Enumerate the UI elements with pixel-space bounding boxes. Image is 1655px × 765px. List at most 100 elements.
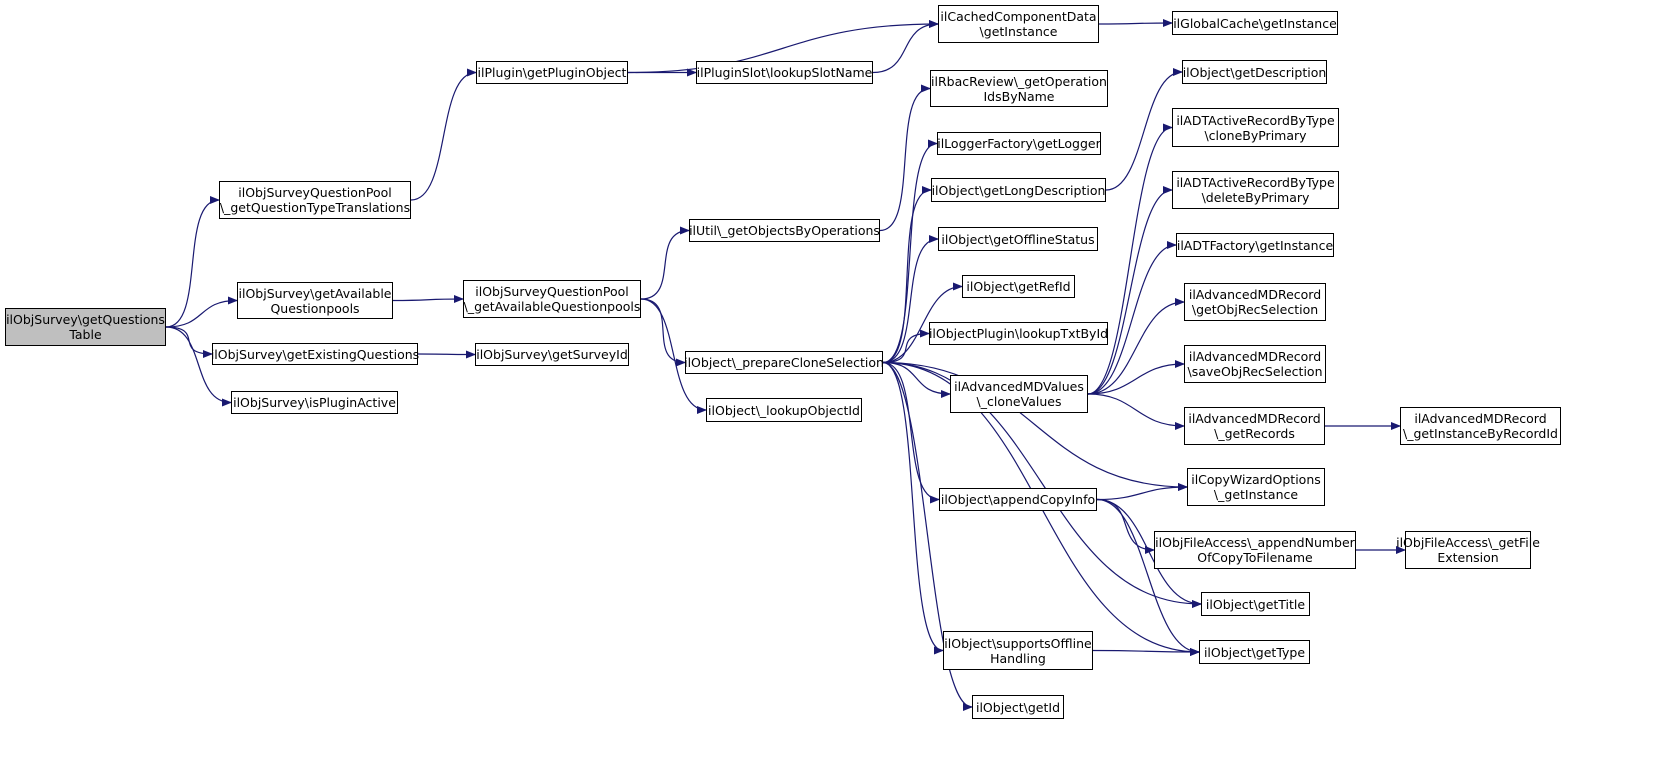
node-label-line: ilAdvancedMDRecord: [1188, 287, 1322, 302]
node-label-line: IdsByName: [983, 88, 1055, 104]
function-node[interactable]: ilObjSurvey\getSurveyId: [475, 343, 629, 366]
node-label-line: ilCopyWizardOptions: [1191, 472, 1321, 487]
call-edge: [879, 84, 931, 232]
node-label-line: ilObject\appendCopyInfo: [940, 492, 1096, 507]
function-node[interactable]: ilLoggerFactory\getLogger: [937, 132, 1101, 155]
call-edge: [882, 361, 973, 711]
node-label-line: Extension: [1437, 550, 1499, 565]
node-label-line: ilADTActiveRecordByType: [1176, 175, 1335, 190]
function-node[interactable]: ilObject\_lookupObjectId: [706, 398, 862, 422]
function-node[interactable]: ilObject\getRefId: [962, 275, 1075, 298]
node-label-line: ilObject\getOfflineStatus: [941, 231, 1095, 247]
function-node[interactable]: ilObject\getId: [972, 695, 1064, 719]
node-label-line: \_getAvailableQuestionpools: [463, 299, 641, 314]
call-edge: [417, 350, 476, 359]
node-label-line: ilADTFactory\getInstance: [1176, 237, 1334, 253]
call-edge: [1087, 123, 1173, 395]
call-edge: [165, 326, 232, 407]
node-label-line: ilObject\_prepareCloneSelection: [684, 355, 884, 370]
function-node[interactable]: ilCopyWizardOptions\_getInstance: [1187, 468, 1325, 506]
node-label-line: \getInstance: [979, 24, 1058, 39]
node-label-line: \_getQuestionTypeTranslations: [219, 200, 411, 215]
node-label-line: \_getRecords: [1214, 426, 1295, 441]
node-label-line: \getObjRecSelection: [1191, 302, 1319, 317]
function-node[interactable]: ilPlugin\getPluginObject: [476, 61, 628, 84]
function-node[interactable]: ilAdvancedMDRecord\saveObjRecSelection: [1184, 345, 1326, 383]
call-edge: [627, 20, 939, 74]
function-node[interactable]: ilAdvancedMDRecord\getObjRecSelection: [1184, 283, 1326, 321]
node-label-line: ilObject\supportsOffline: [944, 635, 1092, 651]
function-node[interactable]: ilObject\_prepareCloneSelection: [684, 351, 884, 374]
function-node[interactable]: ilObjectPlugin\lookupTxtById: [929, 322, 1108, 345]
function-node[interactable]: ilObject\getTitle: [1201, 592, 1310, 616]
node-label-line: OfCopyToFilename: [1197, 550, 1313, 565]
node-label-line: ilObjSurvey\isPluginActive: [233, 395, 396, 410]
call-edge: [1087, 360, 1185, 395]
call-edge: [882, 235, 939, 364]
function-node[interactable]: ilObject\getOfflineStatus: [938, 227, 1098, 251]
function-node[interactable]: ilObjSurveyQuestionPool\_getAvailableQue…: [463, 280, 641, 318]
function-node[interactable]: ilADTFactory\getInstance: [1176, 233, 1334, 257]
node-label-line: Table: [69, 327, 102, 342]
node-label-line: ilObjSurveyQuestionPool: [475, 284, 629, 299]
function-node[interactable]: ilObjSurvey\isPluginActive: [231, 391, 398, 414]
function-node[interactable]: ilADTActiveRecordByType\deleteByPrimary: [1172, 171, 1339, 209]
node-label-line: ilObjectPlugin\lookupTxtById: [928, 326, 1109, 341]
function-node[interactable]: ilAdvancedMDRecord\_getInstanceByRecordI…: [1400, 407, 1561, 445]
node-label-line: Handling: [990, 650, 1046, 666]
function-node[interactable]: ilObjSurvey\getExistingQuestions: [210, 343, 420, 365]
call-edge: [1087, 393, 1185, 430]
call-edge: [872, 20, 939, 74]
call-edge: [165, 296, 238, 328]
call-edge: [1087, 241, 1177, 395]
function-node[interactable]: ilAdvancedMDRecord\_getRecords: [1184, 407, 1325, 445]
node-label-line: \cloneByPrimary: [1204, 127, 1307, 143]
call-edge: [640, 298, 707, 414]
node-label-line: ilObjSurvey\getExistingQuestions: [210, 346, 420, 362]
node-label-line: ilAdvancedMDRecord: [1414, 411, 1547, 426]
function-node[interactable]: ilObjSurveyQuestionPool\_getQuestionType…: [219, 181, 411, 219]
node-label-line: ilPlugin\getPluginObject: [477, 65, 627, 80]
node-label-line: \_getInstance: [1213, 487, 1299, 502]
call-edge: [1096, 483, 1188, 501]
node-label-line: ilObject\getId: [975, 699, 1060, 715]
call-edge: [882, 361, 944, 655]
call-edge: [1105, 68, 1183, 191]
node-label-line: ilObjSurvey\getQuestions: [6, 312, 165, 327]
node-label-line: ilObject\_lookupObjectId: [708, 402, 860, 418]
call-edge: [1098, 19, 1173, 28]
node-label-line: ilLoggerFactory\getLogger: [937, 136, 1101, 151]
function-node[interactable]: ilObject\getType: [1199, 640, 1310, 664]
node-label-line: ilUtil\_getObjectsByOperations: [689, 223, 880, 238]
function-node[interactable]: ilObject\getDescription: [1182, 60, 1327, 84]
function-node[interactable]: ilGlobalCache\getInstance: [1172, 11, 1338, 35]
node-label-line: ilObjSurvey\getSurveyId: [476, 347, 628, 362]
function-node[interactable]: ilAdvancedMDValues\_cloneValues: [950, 375, 1088, 413]
call-edge: [882, 282, 963, 364]
function-node[interactable]: ilCachedComponentData\getInstance: [938, 5, 1099, 43]
call-edge: [882, 186, 932, 364]
node-label-line: ilObject\getTitle: [1205, 596, 1306, 612]
node-label-line: ilPluginSlot\lookupSlotName: [696, 65, 873, 80]
call-edge: [410, 68, 477, 201]
function-node[interactable]: ilPluginSlot\lookupSlotName: [696, 61, 873, 84]
node-label-line: \saveObjRecSelection: [1187, 364, 1323, 379]
node-label-line: \_getInstanceByRecordId: [1403, 426, 1558, 441]
function-node[interactable]: ilObject\getLongDescription: [931, 178, 1106, 202]
node-label-line: \_cloneValues: [976, 394, 1062, 409]
function-node[interactable]: ilObject\appendCopyInfo: [939, 488, 1097, 511]
call-edge: [882, 329, 930, 364]
node-label-line: ilObjFileAccess\_appendNumber: [1155, 535, 1355, 550]
function-node[interactable]: ilADTActiveRecordByType\cloneByPrimary: [1172, 108, 1339, 147]
node-label-line: ilAdvancedMDValues: [954, 379, 1084, 394]
function-node[interactable]: ilUtil\_getObjectsByOperations: [689, 219, 880, 242]
call-edge: [1096, 498, 1202, 608]
node-label-line: ilADTActiveRecordByType: [1176, 112, 1335, 128]
